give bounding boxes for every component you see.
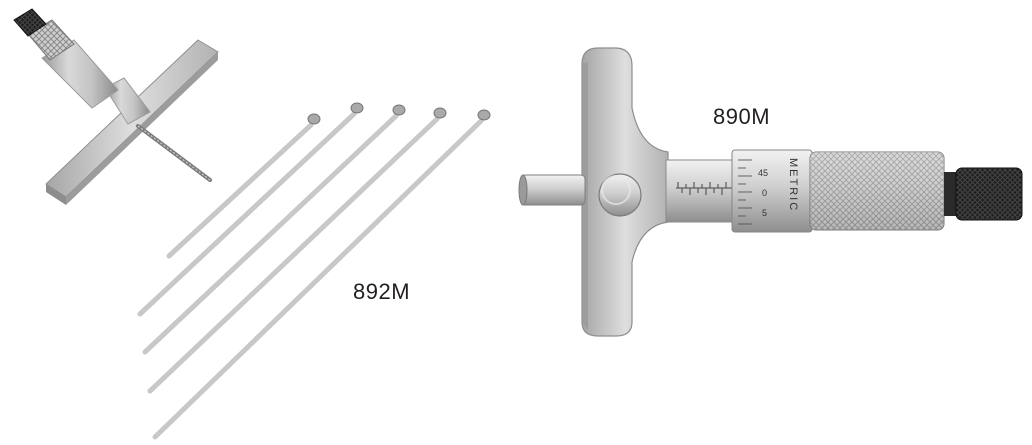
thimble-number: 5 [762, 208, 767, 218]
large-micrometer-thimble [731, 149, 813, 233]
extension-rod [166, 113, 321, 259]
thimble-number: 0 [762, 188, 767, 198]
product-label-892m: 892M [353, 279, 411, 304]
extension-rods [137, 102, 491, 440]
large-micrometer-lock-nut [598, 173, 642, 217]
thimble-number: 45 [758, 168, 768, 178]
large-micrometer-sleeve [665, 159, 737, 223]
extension-rod [152, 109, 491, 440]
large-micrometer-spindle [520, 174, 586, 206]
product-label-890m: 890M [713, 104, 771, 129]
extension-rod [142, 104, 406, 355]
small-depth-micrometer [13, 8, 219, 205]
small-micrometer-ratchet [13, 8, 47, 37]
extension-rod [137, 102, 364, 317]
large-depth-micrometer: 45 0 5 METRIC [518, 47, 1023, 337]
extension-rod [147, 107, 447, 394]
thimble-brand-text: METRIC [787, 158, 799, 212]
